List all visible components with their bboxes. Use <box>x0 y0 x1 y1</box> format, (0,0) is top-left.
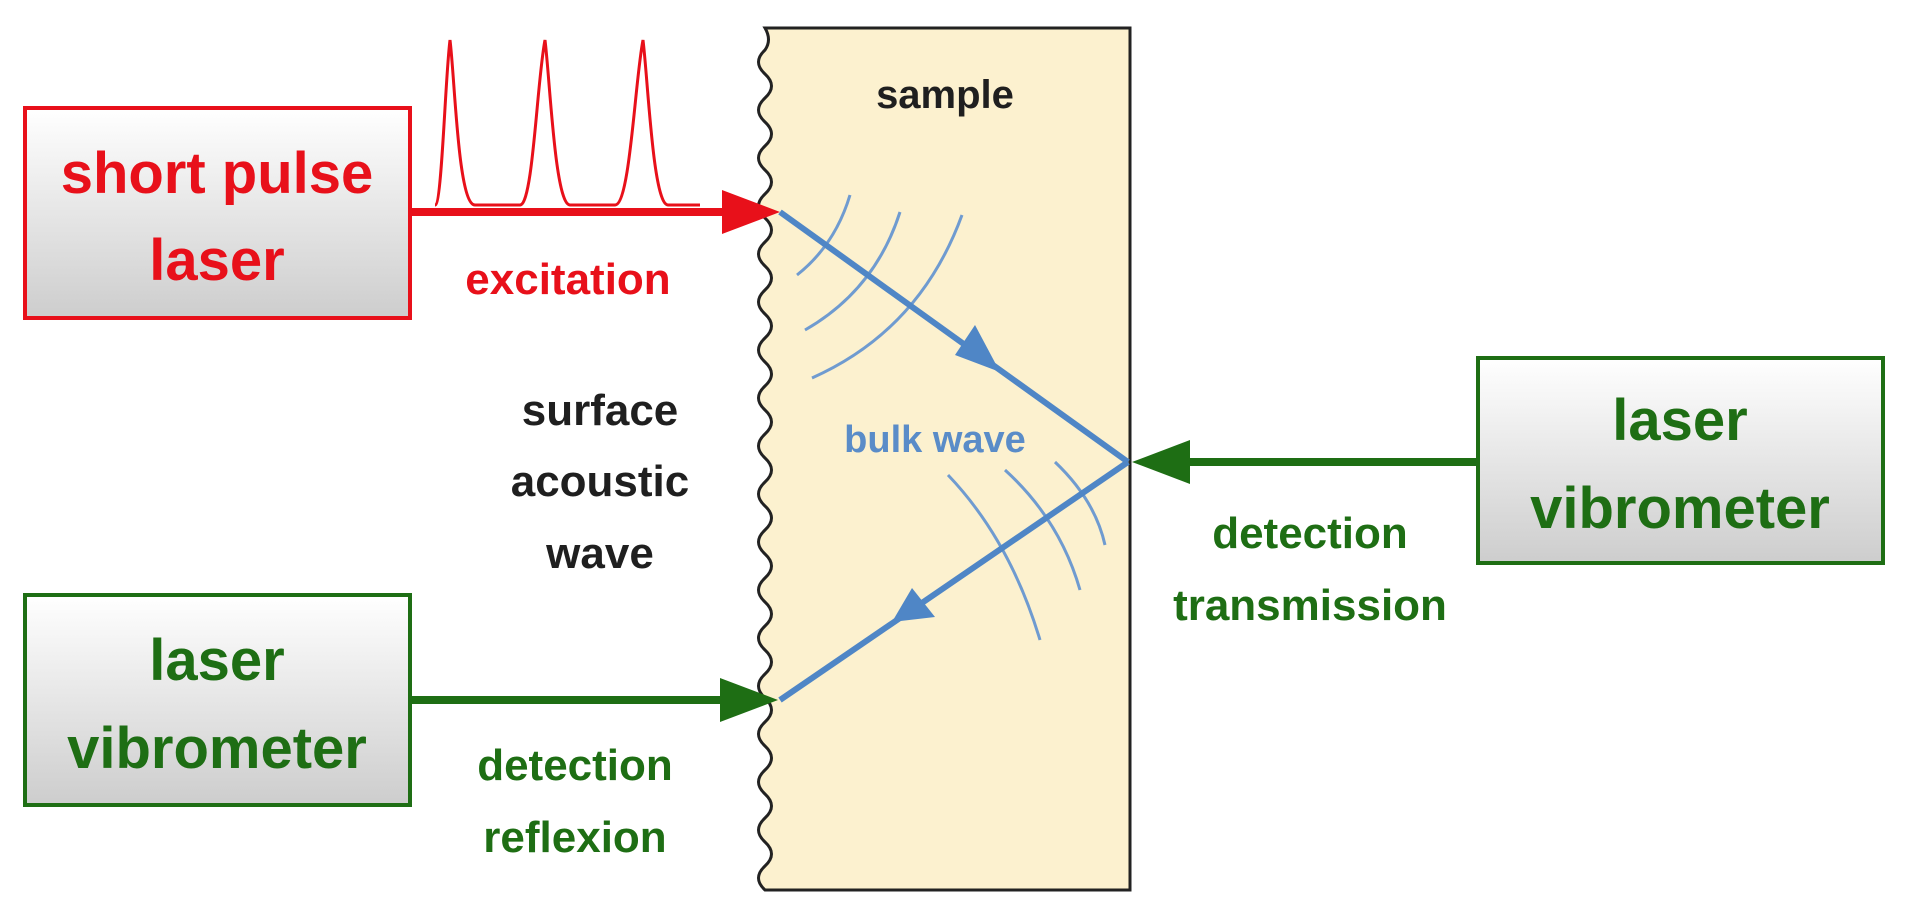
sample-block <box>757 26 1132 892</box>
bulk-wave-arrowhead-up <box>892 588 935 622</box>
laser-vibrometer-left-box <box>23 593 412 807</box>
laser-vibrometer-right-box <box>1476 356 1885 565</box>
excitation-arrowhead <box>722 190 780 234</box>
detection-reflexion-line2: reflexion <box>483 813 666 862</box>
bulk-wave-rays <box>778 209 1130 703</box>
laser-vibrometer-right-line1: laser <box>1612 388 1747 453</box>
short-pulse-laser-line2: laser <box>149 228 284 293</box>
excitation-label: excitation <box>465 255 670 304</box>
detection-transmission-line1: detection <box>1212 509 1408 558</box>
laser-vibrometer-left-line1: laser <box>149 628 284 693</box>
pulse-train <box>433 39 700 207</box>
laser-vibrometer-left-line2: vibrometer <box>67 716 367 781</box>
detection-reflexion-line1: detection <box>477 741 673 790</box>
bulk-wave-arrowhead-down <box>955 325 1000 372</box>
laser-vibrometer-right-line2: vibrometer <box>1530 476 1830 541</box>
detection-reflexion-arrowhead <box>720 678 778 722</box>
sample-label: sample <box>876 73 1014 117</box>
short-pulse-laser-line1: short pulse <box>61 141 374 206</box>
surface-label-line3: wave <box>545 529 654 578</box>
detection-transmission-arrowhead <box>1132 440 1190 484</box>
bulk-wavefronts-top <box>796 194 964 380</box>
surface-label-line1: surface <box>522 386 679 435</box>
bulk-wave-label: bulk wave <box>844 419 1026 461</box>
detection-transmission-line2: transmission <box>1173 581 1447 630</box>
short-pulse-laser-box <box>23 106 412 320</box>
surface-label-line2: acoustic <box>511 457 690 506</box>
